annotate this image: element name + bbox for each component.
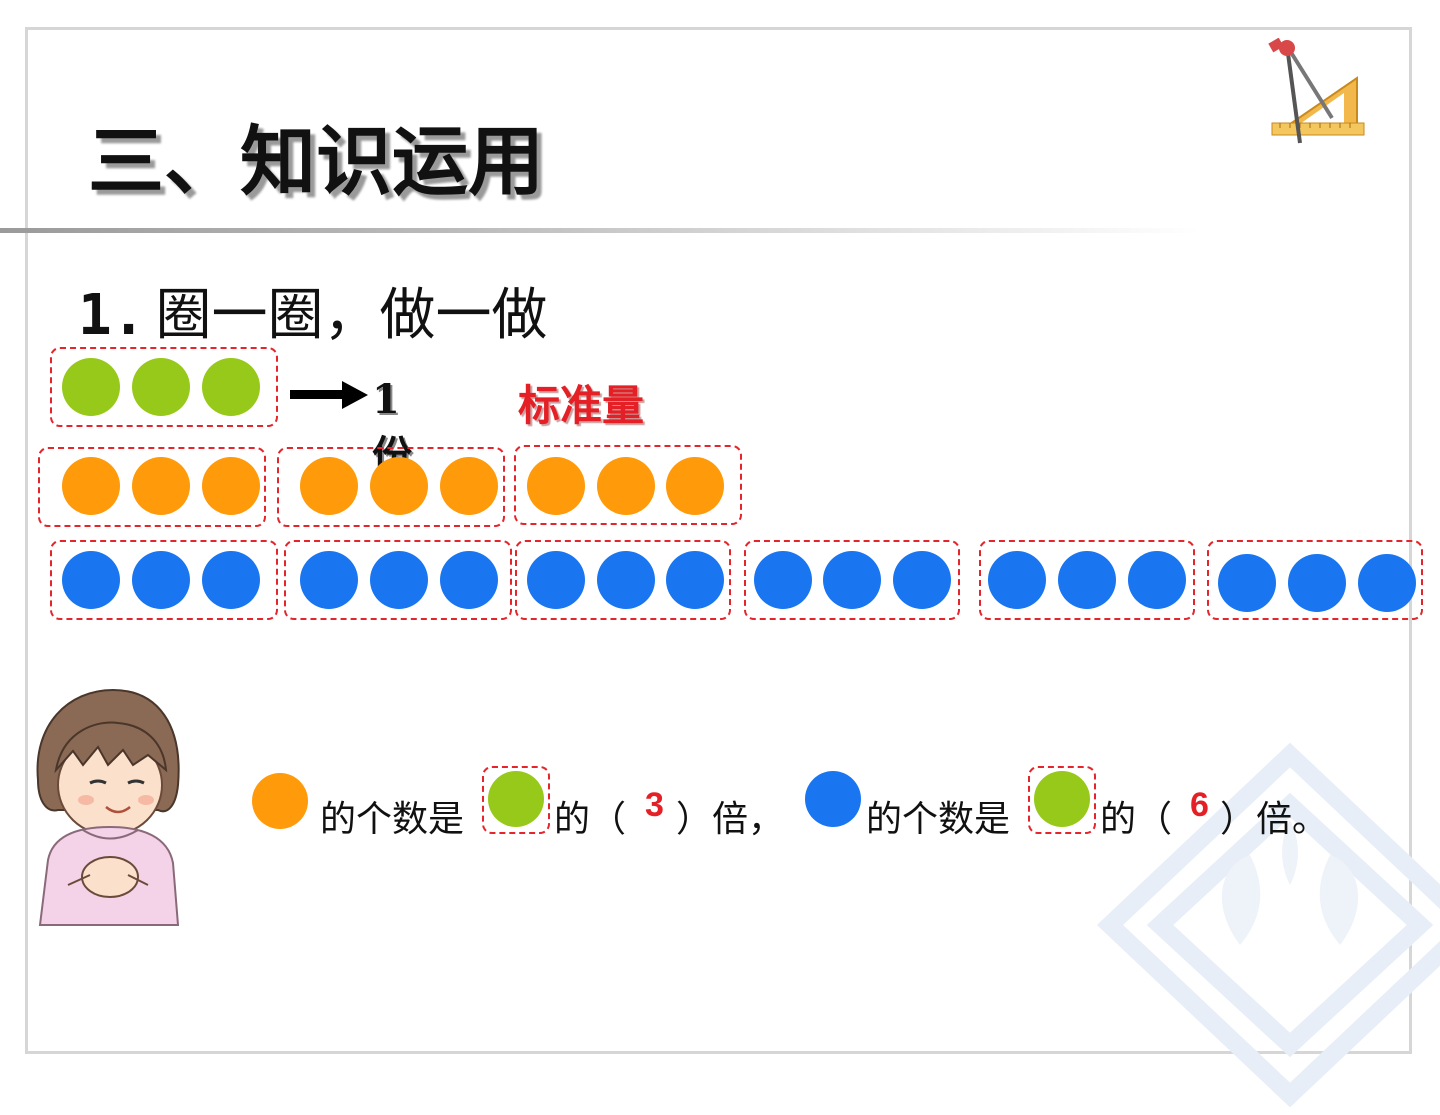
green-dot: [132, 358, 190, 416]
title-divider: [0, 228, 1200, 233]
green-dot: [1034, 771, 1090, 827]
standard-quantity-label: 标准量: [518, 381, 645, 430]
blue-dot: [1288, 554, 1346, 612]
exercise-heading: 1.圈一圈，做一做: [78, 270, 547, 351]
orange-dot: [666, 457, 724, 515]
blue-dot: [132, 551, 190, 609]
blue-dot: [805, 771, 861, 827]
page-title: 三、知识运用: [88, 117, 544, 206]
answer-blue-times: 6: [1190, 786, 1209, 824]
blue-dot: [823, 551, 881, 609]
blue-group-box: [979, 540, 1195, 620]
orange-group-box: [38, 447, 266, 527]
blue-group-box: [1207, 540, 1423, 620]
orange-dot: [440, 457, 498, 515]
sentence-part-2: 的（: [554, 799, 627, 840]
blue-dot: [300, 551, 358, 609]
blue-dot: [440, 551, 498, 609]
blue-dot: [1218, 554, 1276, 612]
orange-dot: [62, 457, 120, 515]
green-dot: [488, 771, 544, 827]
sentence-part-1: 的个数是: [320, 799, 465, 840]
green-dot: [202, 358, 260, 416]
orange-dot: [132, 457, 190, 515]
orange-group-box: [514, 445, 742, 525]
exercise-text: 圈一圈，做一做: [155, 283, 548, 348]
blue-dot: [62, 551, 120, 609]
girl-illustration: [36, 688, 180, 926]
orange-dot: [202, 457, 260, 515]
blue-dot: [666, 551, 724, 609]
orange-group-box: [277, 447, 505, 527]
orange-dot: [300, 457, 358, 515]
sentence-part-3: ）倍，: [676, 799, 785, 840]
green-answer-box: [482, 766, 550, 834]
arrow-head-icon: [342, 381, 368, 409]
blue-dot: [202, 551, 260, 609]
green-answer-box: [1028, 766, 1096, 834]
green-group-box: [50, 347, 278, 427]
drawing-tools-icon: [1268, 38, 1365, 144]
blue-dot: [370, 551, 428, 609]
green-dot: [62, 358, 120, 416]
arrow-right-icon: [290, 390, 348, 399]
orange-dot: [527, 457, 585, 515]
blue-dot: [1058, 551, 1116, 609]
blue-dot: [893, 551, 951, 609]
answer-orange-times: 3: [645, 786, 664, 824]
blue-group-box: [50, 540, 278, 620]
blue-dot: [988, 551, 1046, 609]
blue-group-box: [744, 540, 960, 620]
blue-dot: [754, 551, 812, 609]
blue-dot: [1128, 551, 1186, 609]
sentence-part-6: ）倍。: [1220, 799, 1329, 840]
blue-dot: [597, 551, 655, 609]
orange-dot: [597, 457, 655, 515]
sentence-part-5: 的（: [1100, 799, 1173, 840]
blue-group-box: [284, 540, 512, 620]
blue-dot: [1358, 554, 1416, 612]
orange-dot: [252, 773, 308, 829]
exercise-number: 1.: [78, 283, 146, 348]
blue-group-box: [515, 540, 731, 620]
sentence-part-4: 的个数是: [866, 799, 1011, 840]
orange-dot: [370, 457, 428, 515]
blue-dot: [527, 551, 585, 609]
